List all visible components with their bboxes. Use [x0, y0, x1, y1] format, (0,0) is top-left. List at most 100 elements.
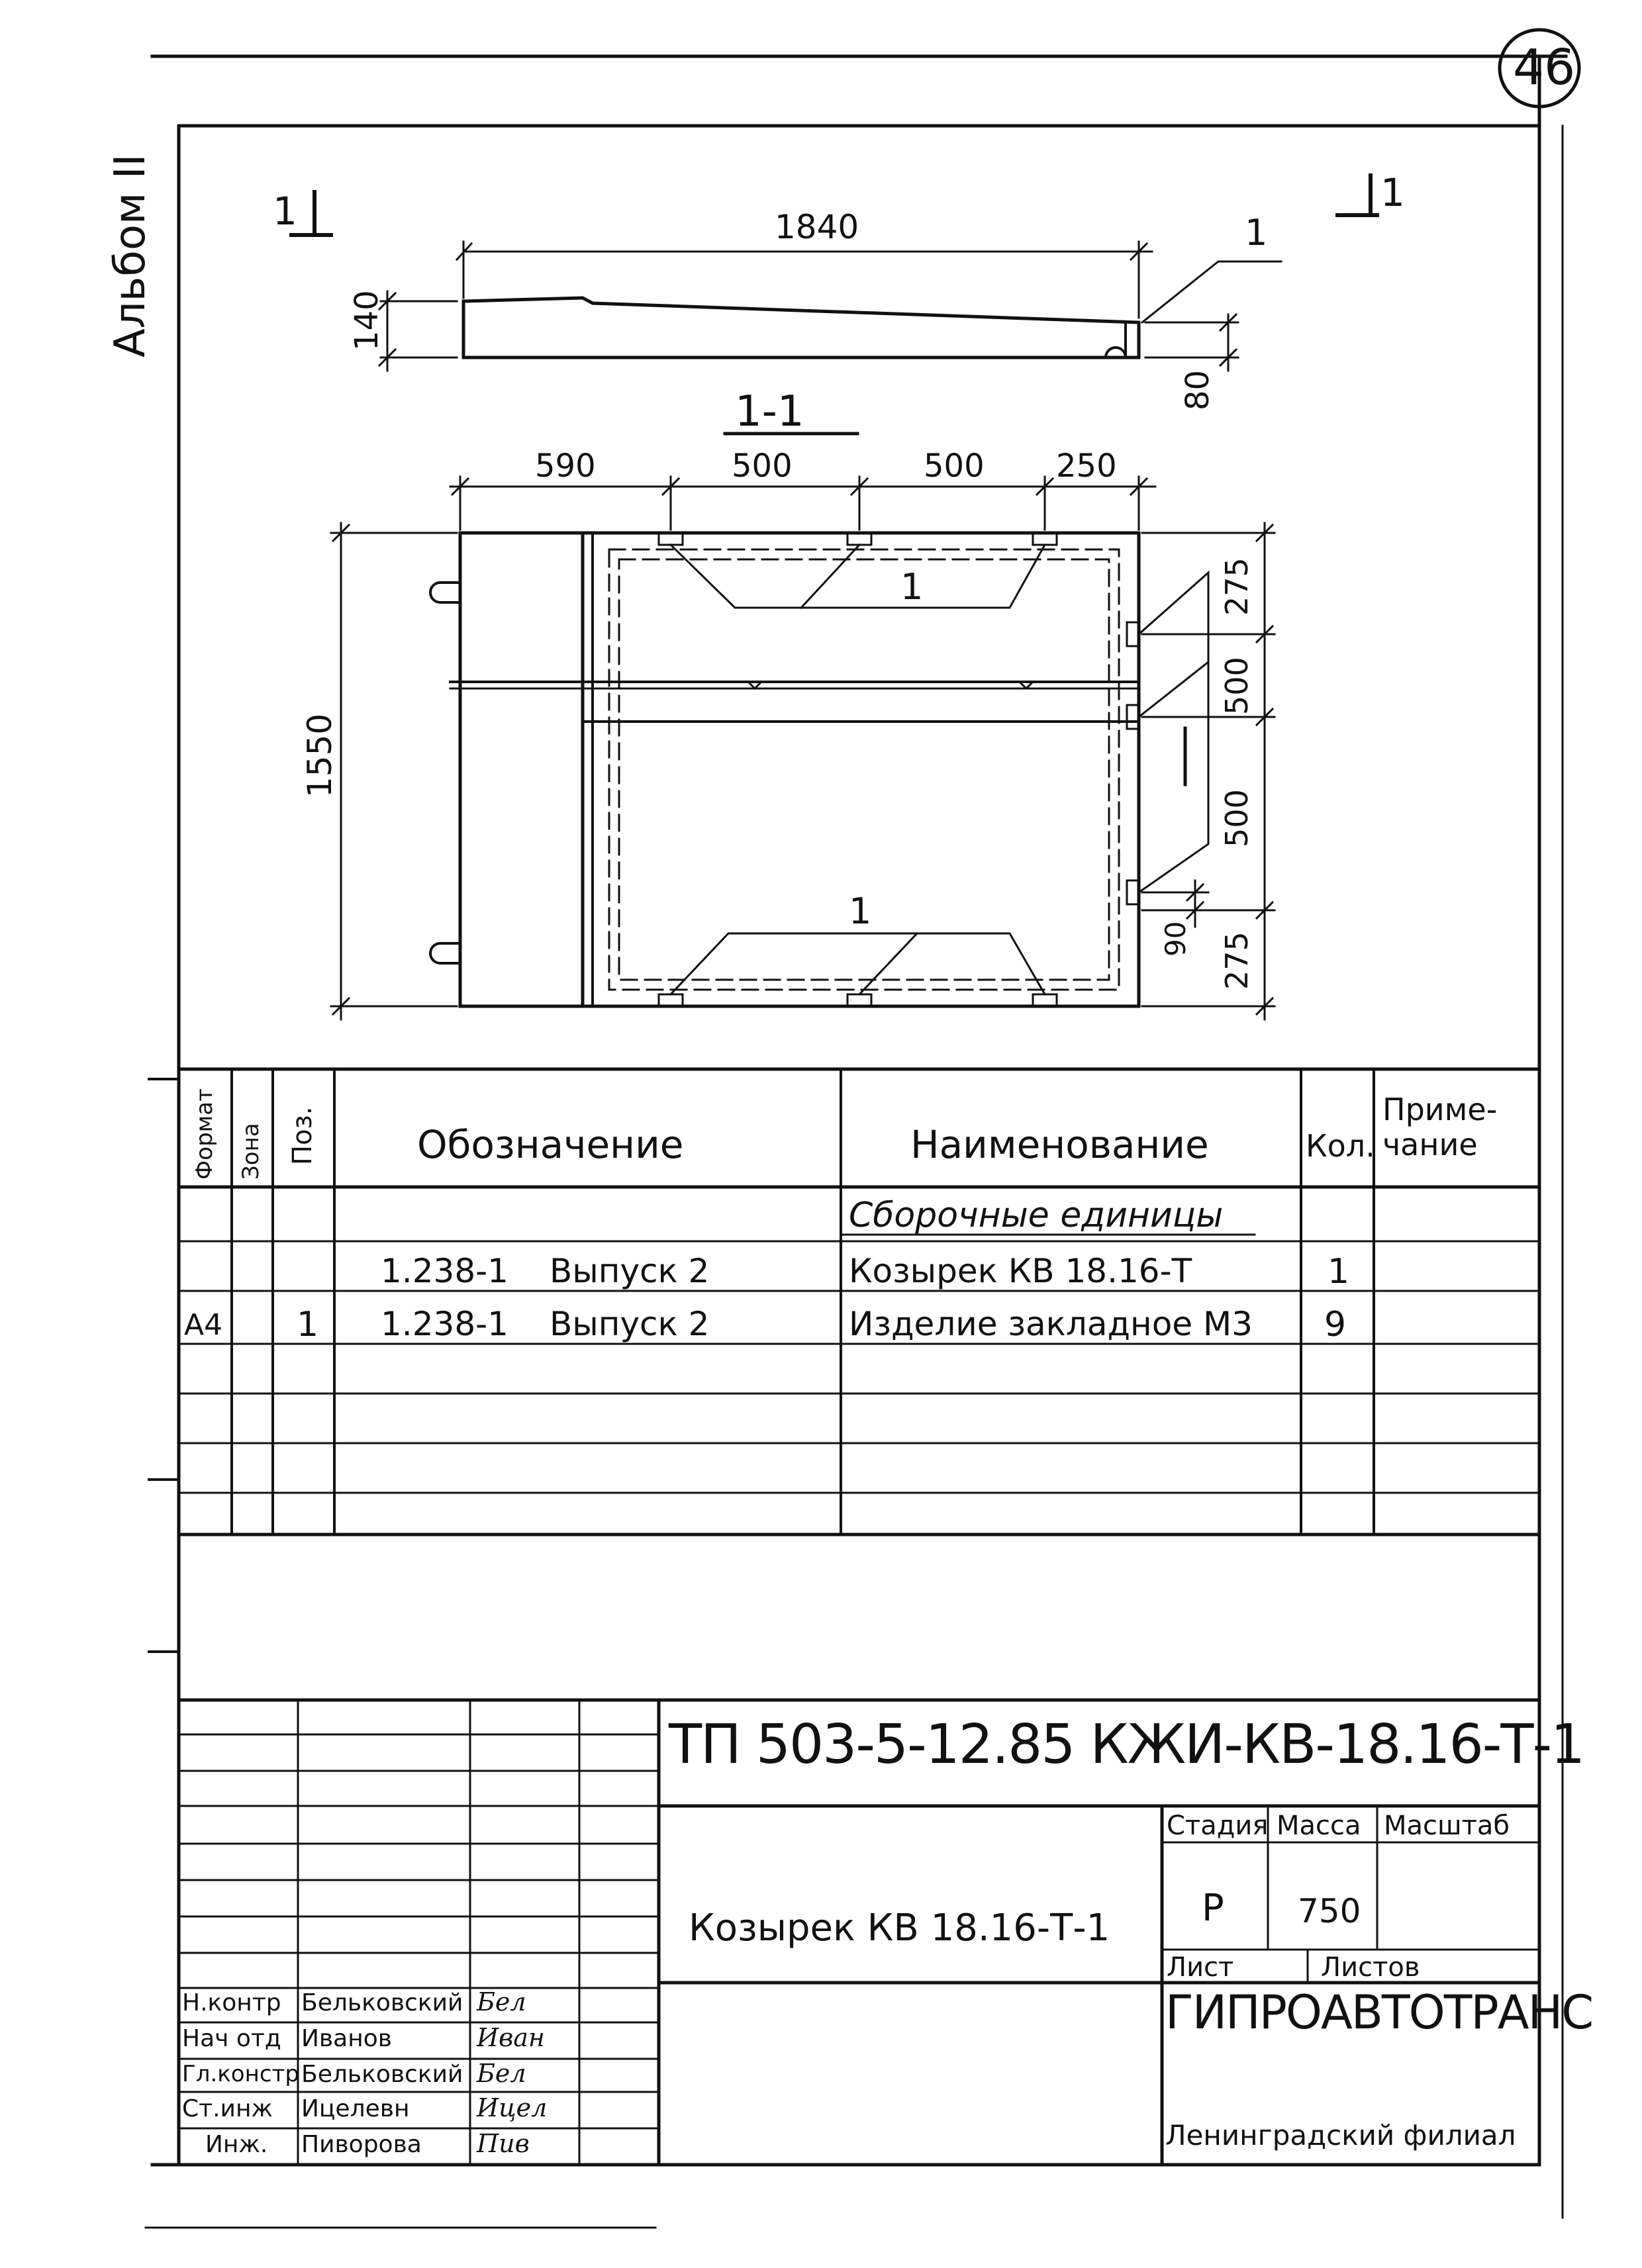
dim-tick [455, 242, 473, 261]
dim-label-1840: 1840 [775, 208, 859, 246]
sig-name-5: Пиворова [301, 2131, 422, 2158]
row1-designation-issue: Выпуск 2 [550, 1252, 710, 1290]
dim-label-top-2: 500 [732, 448, 793, 485]
org-branch: Ленинградский филиал [1165, 2119, 1516, 2151]
plan-leader-bottom-mid [857, 931, 919, 996]
side-leader [1140, 260, 1282, 324]
sig-role-3: Гл.констр [182, 2061, 299, 2087]
dim-tick [1255, 996, 1275, 1016]
dim-label-140: 140 [348, 290, 385, 351]
plan-callout-top: 1 [900, 566, 924, 608]
plan-leader-right-mid [1137, 660, 1210, 719]
sig-role-2: Нач отд [182, 2025, 281, 2052]
row2-designation-code: 1.238-1 [381, 1305, 508, 1343]
embedded-plate [1126, 879, 1140, 906]
dim-tick [1255, 900, 1275, 920]
embedded-plate [1126, 704, 1140, 730]
sig-sign-1: Бел [477, 1987, 526, 2016]
margin-note: Альбом II [106, 154, 155, 357]
header-zone: Зона [238, 1123, 264, 1180]
lifting-loop-top [429, 581, 461, 604]
dim-label-right-1: 275 [1219, 557, 1255, 616]
side-callout: 1 [1245, 212, 1268, 254]
header-designation: Обозначение [417, 1122, 684, 1167]
plan-leader-bottom [669, 932, 1047, 996]
dim-label-90: 90 [1159, 921, 1192, 957]
embedded-plate [1032, 993, 1058, 1008]
dim-label-right-2: 500 [1219, 657, 1255, 715]
plan-leader-top [669, 543, 1047, 609]
dim-tick [849, 477, 869, 496]
row2-format: А4 [184, 1308, 223, 1342]
row1-name: Козырек КВ 18.16-Т [849, 1252, 1192, 1290]
header-name: Наименование [910, 1122, 1209, 1167]
dim-label-top-3: 500 [924, 448, 985, 485]
row2-designation-issue: Выпуск 2 [550, 1305, 710, 1343]
embedded-plate [846, 993, 873, 1008]
plan-outline [458, 531, 1141, 1008]
mass-value: 750 [1298, 1892, 1361, 1930]
row2-pos: 1 [297, 1305, 319, 1345]
sig-sign-3: Бел [477, 2059, 526, 2088]
row1-qty: 1 [1328, 1252, 1350, 1292]
sig-role-4: Ст.инж [182, 2095, 273, 2122]
mass-label: Масса [1277, 1811, 1361, 1841]
dim-tick [1185, 882, 1205, 902]
org-name: ГИПРОАВТОТРАНС [1165, 1985, 1594, 2040]
dim-tick [1255, 624, 1275, 644]
sig-role-1: Н.контр [182, 1989, 281, 2016]
scale-label: Масштаб [1384, 1811, 1510, 1841]
section-mark-right-label: 1 [1380, 170, 1405, 215]
dim-tick [331, 996, 351, 1016]
stage-label: Стадия [1167, 1811, 1269, 1841]
dim-label-right-4: 275 [1219, 931, 1255, 990]
dim-label-left: 1550 [301, 713, 339, 798]
plan-callout-bottom: 1 [849, 890, 872, 932]
sig-sign-2: Иван [477, 2023, 545, 2052]
row2-name: Изделие закладное М3 [849, 1305, 1253, 1343]
reinforcement-dashed-inner [618, 558, 1110, 981]
dim-tick [1218, 312, 1238, 332]
stage-value: Р [1202, 1887, 1224, 1930]
dim-tick [1129, 242, 1149, 261]
header-pos: Поз. [287, 1106, 318, 1165]
dim-tick [331, 523, 351, 543]
dim-tick [1218, 348, 1238, 367]
dim-tick [1185, 900, 1205, 920]
dim-label-top-4: 250 [1056, 448, 1117, 485]
sig-name-4: Ицелевн [301, 2095, 410, 2122]
section-mark-left-label: 1 [273, 189, 297, 234]
side-view-lifting-loop [1104, 346, 1128, 359]
embedded-plate [1126, 621, 1140, 647]
embedded-plate [1032, 532, 1058, 546]
sheet-number: 46 [1513, 39, 1576, 96]
dim-label-80: 80 [1179, 369, 1216, 410]
sig-role-5: Инж. [205, 2131, 268, 2158]
plan-leader-top-mid [799, 543, 861, 610]
lifting-loop-bottom [429, 942, 461, 965]
embedded-plate [657, 993, 684, 1008]
dim-tick [1255, 523, 1275, 543]
side-view-outline [461, 296, 1141, 359]
dim-tick [450, 477, 470, 496]
embedded-plate [657, 532, 684, 546]
dim-tick [1129, 477, 1149, 496]
break-marks [746, 680, 1035, 690]
header-note: Приме- чание [1382, 1092, 1498, 1162]
section-heading: Сборочные единицы [849, 1196, 1224, 1235]
sig-sign-4: Ицел [477, 2093, 548, 2122]
sig-name-2: Иванов [301, 2025, 392, 2052]
sheet-label: Лист [1167, 1952, 1234, 1983]
sig-name-1: Бельковский [301, 1989, 463, 2016]
header-qty: Кол. [1306, 1128, 1375, 1164]
doc-code: ТП 503-5-12.85 КЖИ-КВ-18.16-Т-1 [669, 1713, 1585, 1776]
sheets-label: Листов [1321, 1952, 1420, 1983]
plan-callout-right: 1 [1172, 741, 1173, 743]
dim-tick [1035, 477, 1055, 496]
dim-label-top-1: 590 [535, 448, 596, 485]
sig-sign-5: Пив [477, 2129, 530, 2158]
row1-designation-code: 1.238-1 [381, 1252, 508, 1290]
section-title: 1-1 [735, 387, 804, 436]
product-name: Козырек КВ 18.16-Т-1 [689, 1907, 1110, 1950]
dim-label-right-3: 500 [1219, 789, 1255, 847]
